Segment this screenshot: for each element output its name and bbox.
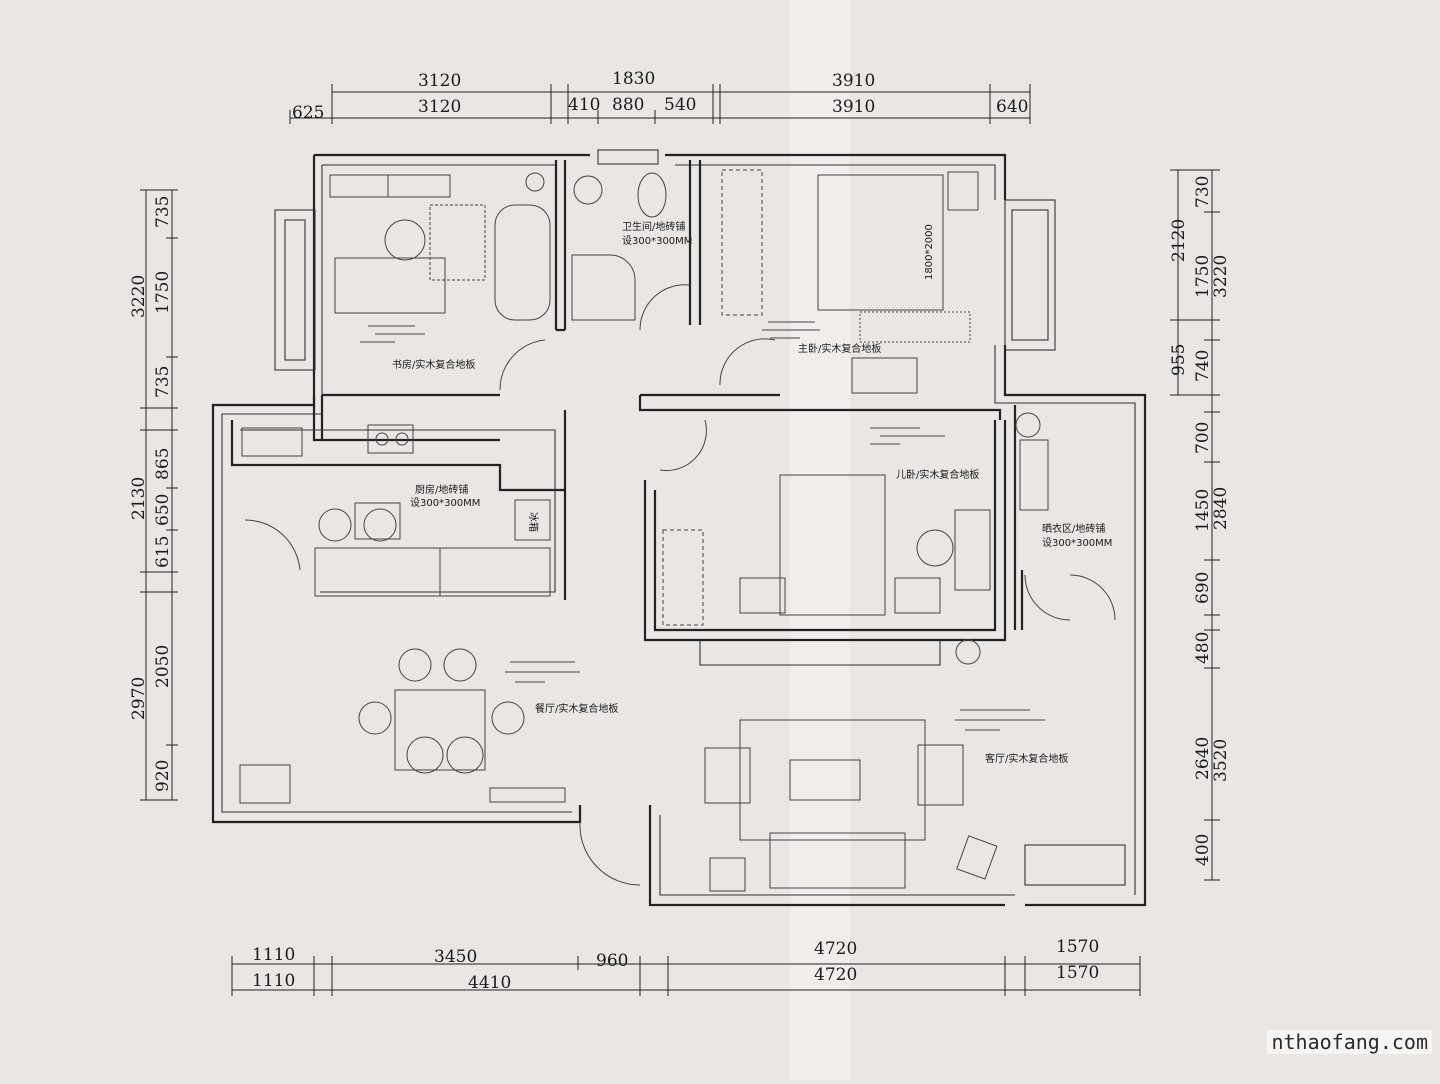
dim-left-inner-5: 615 <box>153 536 173 568</box>
room-label-study: 书房/实木复合地板 <box>392 358 475 371</box>
dim-left-outer-0: 3220 <box>129 275 149 318</box>
dim-top-1-2: 3910 <box>832 71 875 91</box>
dim-left-inner-0: 735 <box>153 196 173 228</box>
floor-hatch-marks <box>360 321 1045 731</box>
left-dim-labels: 3220 2130 2970 735 1750 735 865 650 615 … <box>129 196 173 792</box>
dim-right-outer-3: 2840 <box>1211 487 1231 530</box>
dim-right-outer-2: 3220 <box>1211 255 1231 298</box>
dim-bottom-1-3: 4720 <box>814 939 857 959</box>
fridge-label: 冰箱 <box>527 512 540 532</box>
dim-left-inner-6: 2050 <box>153 645 173 688</box>
dim-top-2-3: 880 <box>612 95 644 115</box>
dim-top-1-0: 3120 <box>418 71 461 91</box>
dim-bottom-1-2: 960 <box>596 951 628 971</box>
dim-top-2-2: 410 <box>568 95 600 115</box>
dim-right-outer-0: 2120 <box>1169 219 1189 262</box>
dim-top-2-0: 625 <box>292 103 324 123</box>
dim-right-outer-1: 955 <box>1169 344 1189 376</box>
room-label-laundry: 晒衣区/地砖铺 <box>1042 522 1105 535</box>
dim-bottom-1-4: 1570 <box>1056 937 1099 957</box>
dim-right-inner-7: 2640 <box>1193 737 1213 780</box>
bed-size-label: 1800*2000 <box>924 224 935 280</box>
dim-right-inner-3: 700 <box>1193 422 1213 454</box>
right-dim-labels: 2120 955 3220 2840 3520 730 1750 740 700… <box>1169 176 1231 866</box>
dim-left-outer-1: 2130 <box>129 477 149 520</box>
dim-bottom-2-1: 4410 <box>468 973 511 993</box>
dim-left-inner-4: 650 <box>153 494 173 526</box>
dim-bottom-1-1: 3450 <box>434 947 477 967</box>
dim-right-inner-8: 400 <box>1193 834 1213 866</box>
dim-top-2-6: 640 <box>996 97 1028 117</box>
dim-bottom-2-0: 1110 <box>252 971 295 991</box>
dim-right-inner-2: 740 <box>1193 350 1213 382</box>
dim-left-inner-3: 865 <box>153 448 173 480</box>
paper-fold <box>790 0 850 1080</box>
dim-right-outer-4: 3520 <box>1211 739 1231 782</box>
room-label-living: 客厅/实木复合地板 <box>985 752 1068 765</box>
room-label-kids-room: 儿卧/实木复合地板 <box>896 468 979 481</box>
room-label-kitchen: 厨房/地砖铺 <box>415 483 468 496</box>
dim-top-1-1: 1830 <box>612 69 655 89</box>
dim-top-2-4: 540 <box>664 95 696 115</box>
room-label-bathroom-tile: 设300*300MM <box>622 235 692 247</box>
door-swings <box>244 284 1116 886</box>
walls <box>211 149 1147 907</box>
dim-top-2-5: 3910 <box>832 97 875 117</box>
dim-right-inner-1: 1750 <box>1193 255 1213 298</box>
dim-left-inner-2: 735 <box>153 366 173 398</box>
dim-right-inner-6: 480 <box>1193 632 1213 664</box>
dim-right-inner-5: 690 <box>1193 572 1213 604</box>
room-label-bathroom: 卫生间/地砖铺 <box>622 220 685 233</box>
dim-left-inner-7: 920 <box>153 760 173 792</box>
dim-left-inner-1: 1750 <box>153 271 173 314</box>
watermark-text: nthaofang.com <box>1267 1030 1432 1054</box>
dim-bottom-2-3: 1570 <box>1056 963 1099 983</box>
furniture <box>239 169 1049 892</box>
dim-bottom-2-2: 4720 <box>814 965 857 985</box>
dimension-lines <box>140 84 1220 996</box>
dim-left-outer-2: 2970 <box>129 677 149 720</box>
room-label-master-bedroom: 主卧/实木复合地板 <box>798 342 881 355</box>
room-label-laundry-tile: 设300*300MM <box>1042 537 1112 549</box>
dim-bottom-1-0: 1110 <box>252 945 295 965</box>
dim-right-inner-0: 730 <box>1193 176 1213 208</box>
room-label-dining: 餐厅/实木复合地板 <box>535 702 618 715</box>
room-label-kitchen-tile: 设300*300MM <box>410 497 480 509</box>
dim-right-inner-4: 1450 <box>1193 489 1213 532</box>
dim-top-2-1: 3120 <box>418 97 461 117</box>
